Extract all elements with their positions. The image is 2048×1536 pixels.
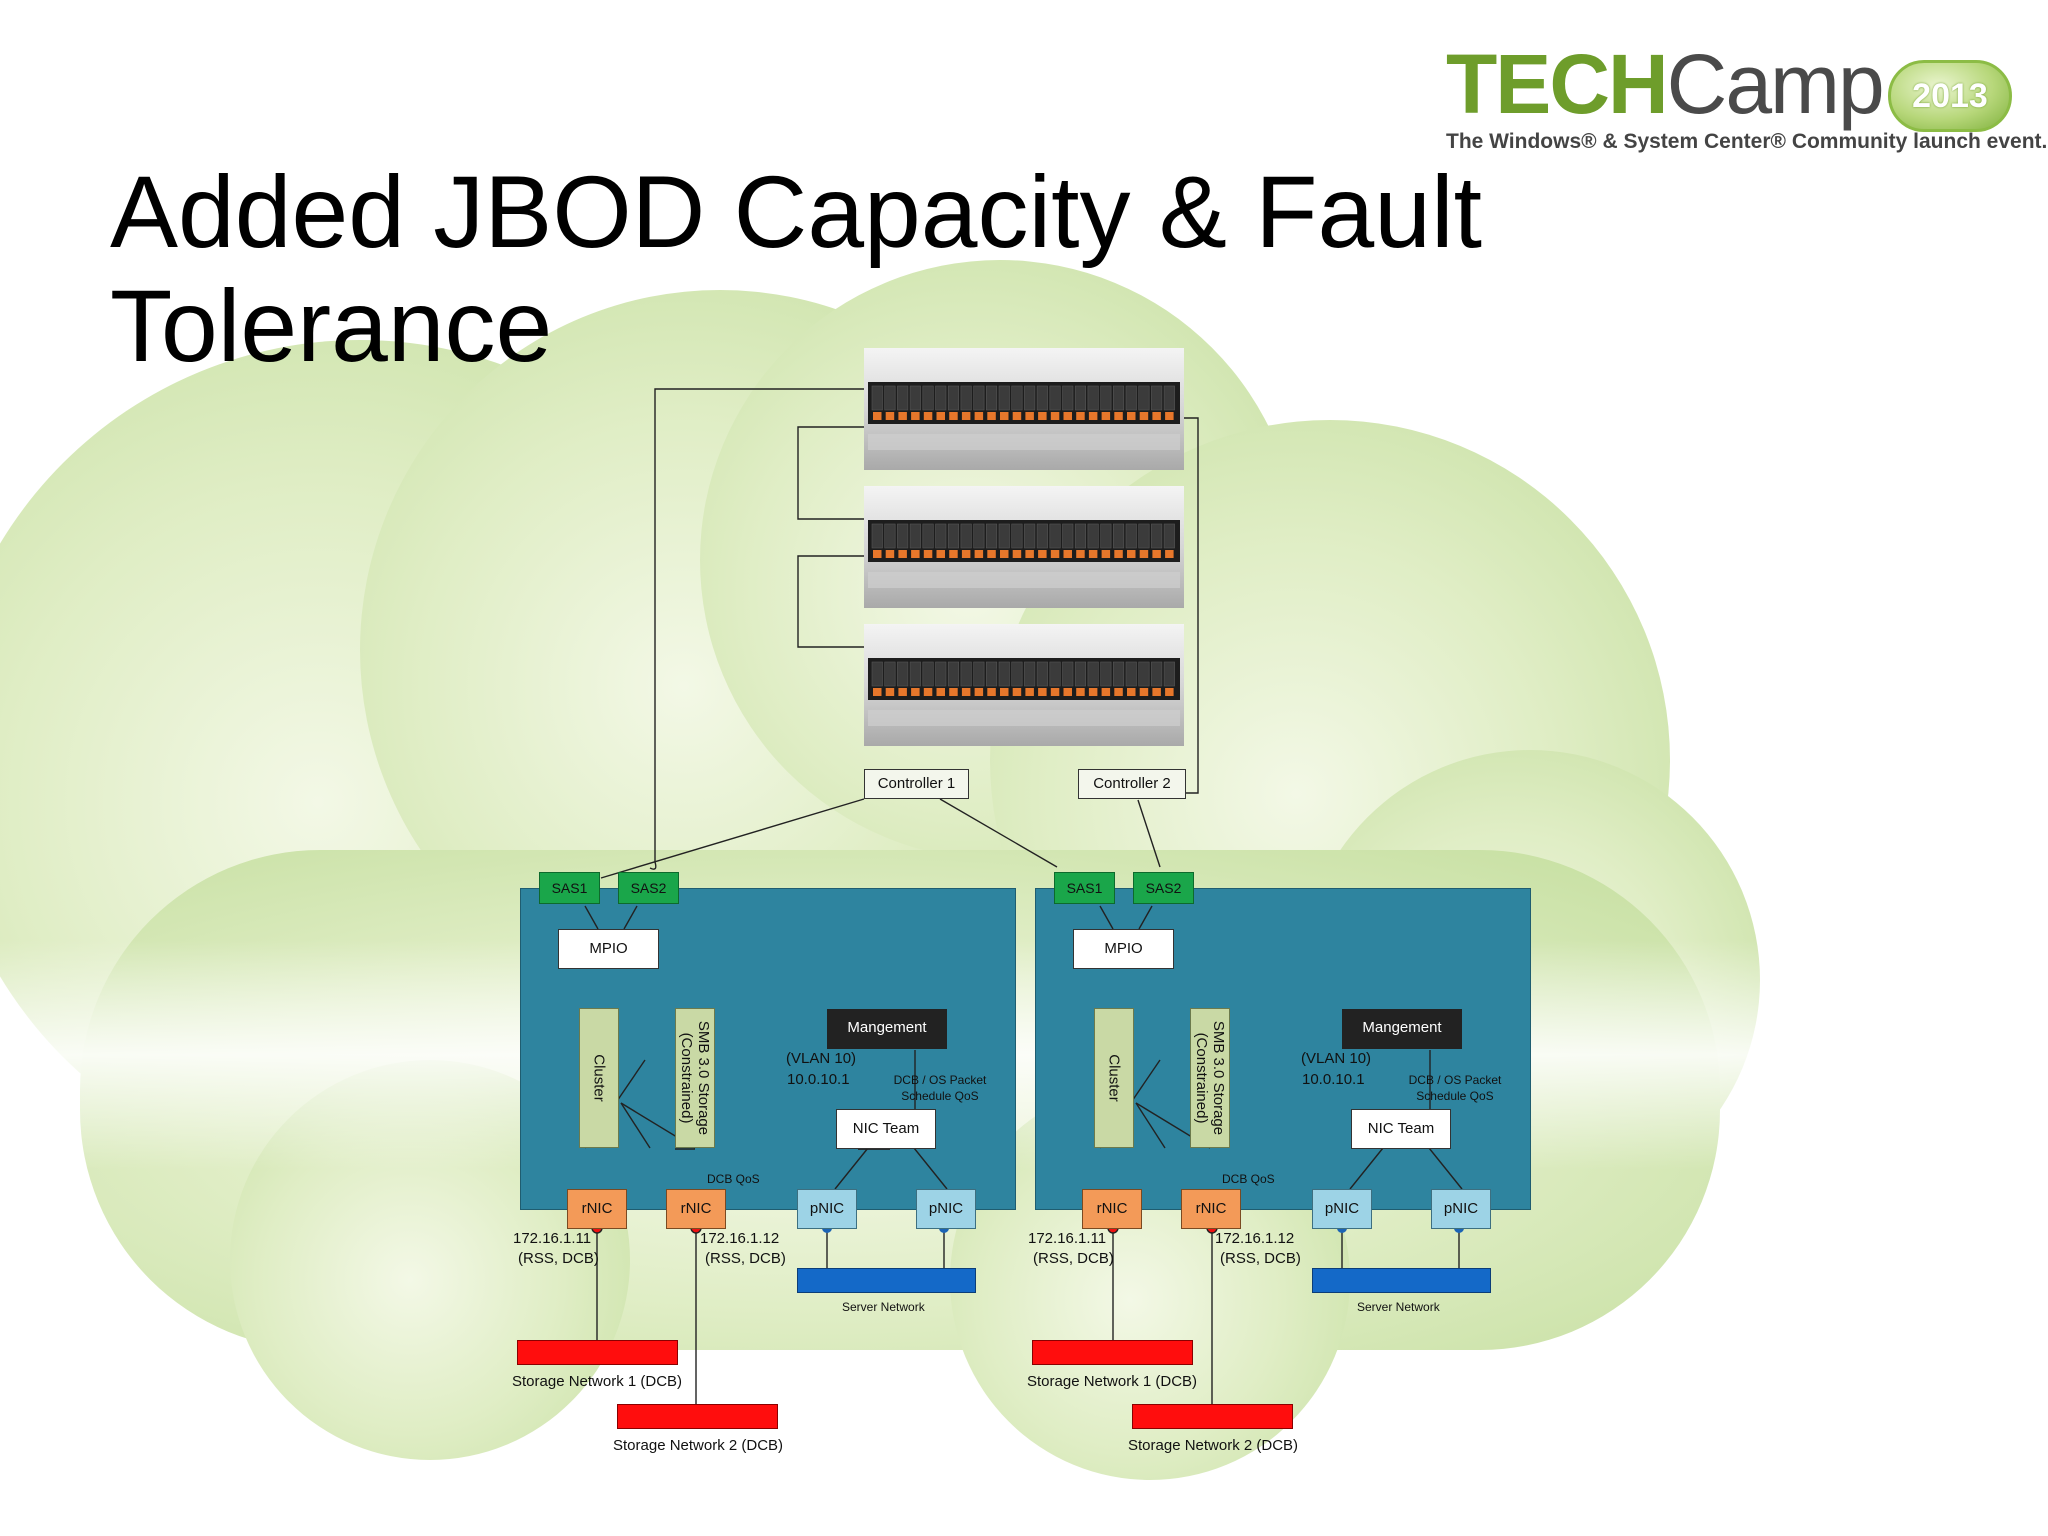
host-2-rnic-1: rNIC <box>1082 1189 1142 1229</box>
host-2-nic-team: NIC Team <box>1351 1109 1451 1149</box>
host-1-pnic-2: pNIC <box>916 1189 976 1229</box>
host-2-pnic-1: pNIC <box>1312 1189 1372 1229</box>
host-1-mpio: MPIO <box>558 929 659 969</box>
logo-camp: Camp <box>1666 37 1885 131</box>
host-2-cluster: Cluster <box>1094 1008 1134 1148</box>
logo-wordmark: TECHCamp <box>1446 36 1885 133</box>
host-2-cluster-label: Cluster <box>1105 1054 1123 1102</box>
host-1-rnic1-note: (RSS, DCB) <box>518 1250 599 1267</box>
host-1-sas2: SAS2 <box>618 872 679 904</box>
host-1-sas1: SAS1 <box>539 872 600 904</box>
host-2-sas2: SAS2 <box>1133 872 1194 904</box>
host-1-management: Mangement <box>827 1009 947 1049</box>
jbod-enclosure-icon <box>864 624 1184 746</box>
jbod-enclosure-icon <box>864 486 1184 608</box>
host-1-rnic-2: rNIC <box>666 1189 726 1229</box>
logo-tech: TECH <box>1446 37 1669 131</box>
controller-1: Controller 1 <box>864 769 969 799</box>
host-1-cluster-label: Cluster <box>590 1054 608 1102</box>
title-line-1: Added JBOD Capacity & Fault <box>110 155 1482 269</box>
host-2-dcb-qos: DCB QoS <box>1222 1172 1275 1186</box>
host-2-storage-network-1-bar <box>1032 1340 1193 1365</box>
host-2-vlan: (VLAN 10) <box>1301 1050 1372 1067</box>
jbod-enclosure-icon <box>864 348 1184 470</box>
host-1-cluster: Cluster <box>579 1008 619 1148</box>
host-2-rnic1-note: (RSS, DCB) <box>1033 1250 1114 1267</box>
host-1-server-network-bar <box>797 1268 976 1293</box>
techcamp-logo: TECHCamp 2013 The Windows® & System Cent… <box>1390 10 2047 170</box>
host-2-qos: DCB / OS Packet Schedule QoS <box>1408 1073 1502 1103</box>
host-1-storage-network-1-bar <box>517 1340 678 1365</box>
host-1-storage-network-1-label: Storage Network 1 (DCB) <box>512 1373 683 1390</box>
host-1-storage-network-2-label: Storage Network 2 (DCB) <box>613 1437 784 1454</box>
host-2-smb-storage: SMB 3.0 Storage (Constrained) <box>1190 1008 1230 1148</box>
host-1-server-network-label: Server Network <box>842 1300 925 1314</box>
host-2-server-network-label: Server Network <box>1357 1300 1440 1314</box>
host-1-smb-storage: SMB 3.0 Storage (Constrained) <box>675 1008 715 1148</box>
host-1-dcb-qos: DCB QoS <box>707 1172 760 1186</box>
logo-tagline: The Windows® & System Center® Community … <box>1446 130 2048 153</box>
host-1-rnic2-note: (RSS, DCB) <box>705 1250 786 1267</box>
host-2-mpio: MPIO <box>1073 929 1174 969</box>
host-1-storage-network-2-bar <box>617 1404 778 1429</box>
controller-2: Controller 2 <box>1078 769 1186 799</box>
host-1-pnic-1: pNIC <box>797 1189 857 1229</box>
host-1-rnic2-ip: 172.16.1.12 <box>700 1230 780 1247</box>
host-2-mgmt-ip: 10.0.10.1 <box>1302 1071 1365 1088</box>
host-2-rnic2-note: (RSS, DCB) <box>1220 1250 1301 1267</box>
host-2-storage-network-2-bar <box>1132 1404 1293 1429</box>
host-2-management: Mangement <box>1342 1009 1462 1049</box>
host-2-smb-label: SMB 3.0 Storage (Constrained) <box>1193 1020 1227 1136</box>
logo-year-cloud-icon: 2013 <box>1888 60 2012 132</box>
host-2-rnic1-ip: 172.16.1.11 <box>1028 1230 1107 1247</box>
host-1-mgmt-ip: 10.0.10.1 <box>787 1071 850 1088</box>
host-1-qos: DCB / OS Packet Schedule QoS <box>893 1073 987 1103</box>
host-1-nic-team: NIC Team <box>836 1109 936 1149</box>
host-2-pnic-2: pNIC <box>1431 1189 1491 1229</box>
host-2-server-network-bar <box>1312 1268 1491 1293</box>
host-1-vlan: (VLAN 10) <box>786 1050 857 1067</box>
host-2-sas1: SAS1 <box>1054 872 1115 904</box>
host-1-rnic1-ip: 172.16.1.11 <box>513 1230 592 1247</box>
host-2-storage-network-2-label: Storage Network 2 (DCB) <box>1128 1437 1299 1454</box>
title-line-2: Tolerance <box>110 269 553 383</box>
host-2-storage-network-1-label: Storage Network 1 (DCB) <box>1027 1373 1198 1390</box>
host-1-smb-label: SMB 3.0 Storage (Constrained) <box>678 1020 712 1136</box>
host-2-rnic-2: rNIC <box>1181 1189 1241 1229</box>
host-1-rnic-1: rNIC <box>567 1189 627 1229</box>
host-2-rnic2-ip: 172.16.1.12 <box>1215 1230 1295 1247</box>
